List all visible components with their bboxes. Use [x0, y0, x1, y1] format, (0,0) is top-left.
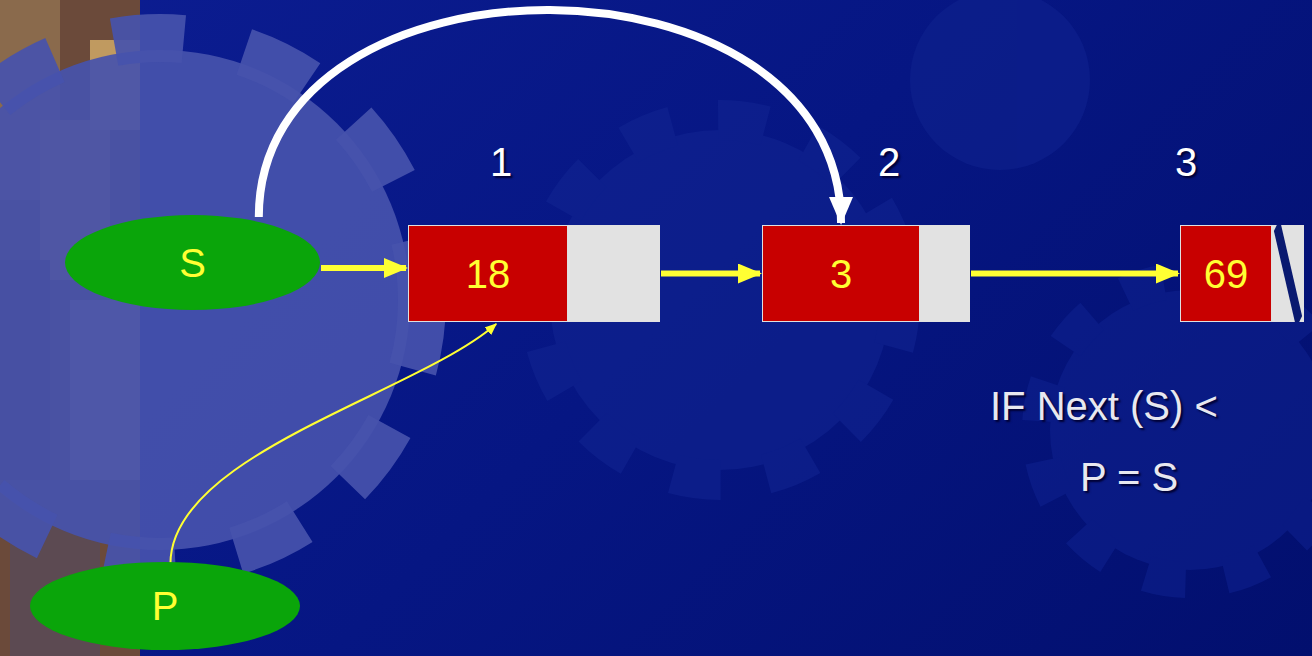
pointer-cell: [920, 225, 970, 322]
list-node: 3: [762, 225, 970, 322]
pointer-arrow: [321, 265, 406, 271]
pointer-cell: [1272, 225, 1304, 322]
data-cell: 69: [1180, 225, 1272, 322]
node-text: 69: [1204, 254, 1249, 294]
pointer-arrow: [661, 271, 760, 277]
node-text: 3: [830, 254, 852, 294]
pointer-arrow: [170, 324, 496, 564]
data-cell: 3: [762, 225, 920, 322]
node-text: P: [152, 586, 179, 626]
list-node: 69: [1180, 225, 1304, 322]
list-node: 18: [408, 225, 660, 322]
position-number: 2: [878, 140, 900, 185]
pointer-cell: [568, 225, 660, 322]
data-cell: 18: [408, 225, 568, 322]
code-line: P = S: [1080, 455, 1178, 500]
position-number: 1: [490, 140, 512, 185]
pointer-arrow: [259, 10, 841, 223]
pointer-ellipse: S: [65, 215, 320, 310]
code-line: IF Next (S) <: [990, 384, 1218, 429]
faint-gears: [540, 0, 1312, 580]
null-slash: [1272, 225, 1304, 322]
pointer-arrow: [971, 271, 1178, 277]
position-number: 3: [1175, 140, 1197, 185]
node-text: S: [179, 243, 206, 283]
pointer-ellipse: P: [30, 562, 300, 650]
node-text: 18: [466, 254, 511, 294]
main-gear: [0, 38, 422, 562]
